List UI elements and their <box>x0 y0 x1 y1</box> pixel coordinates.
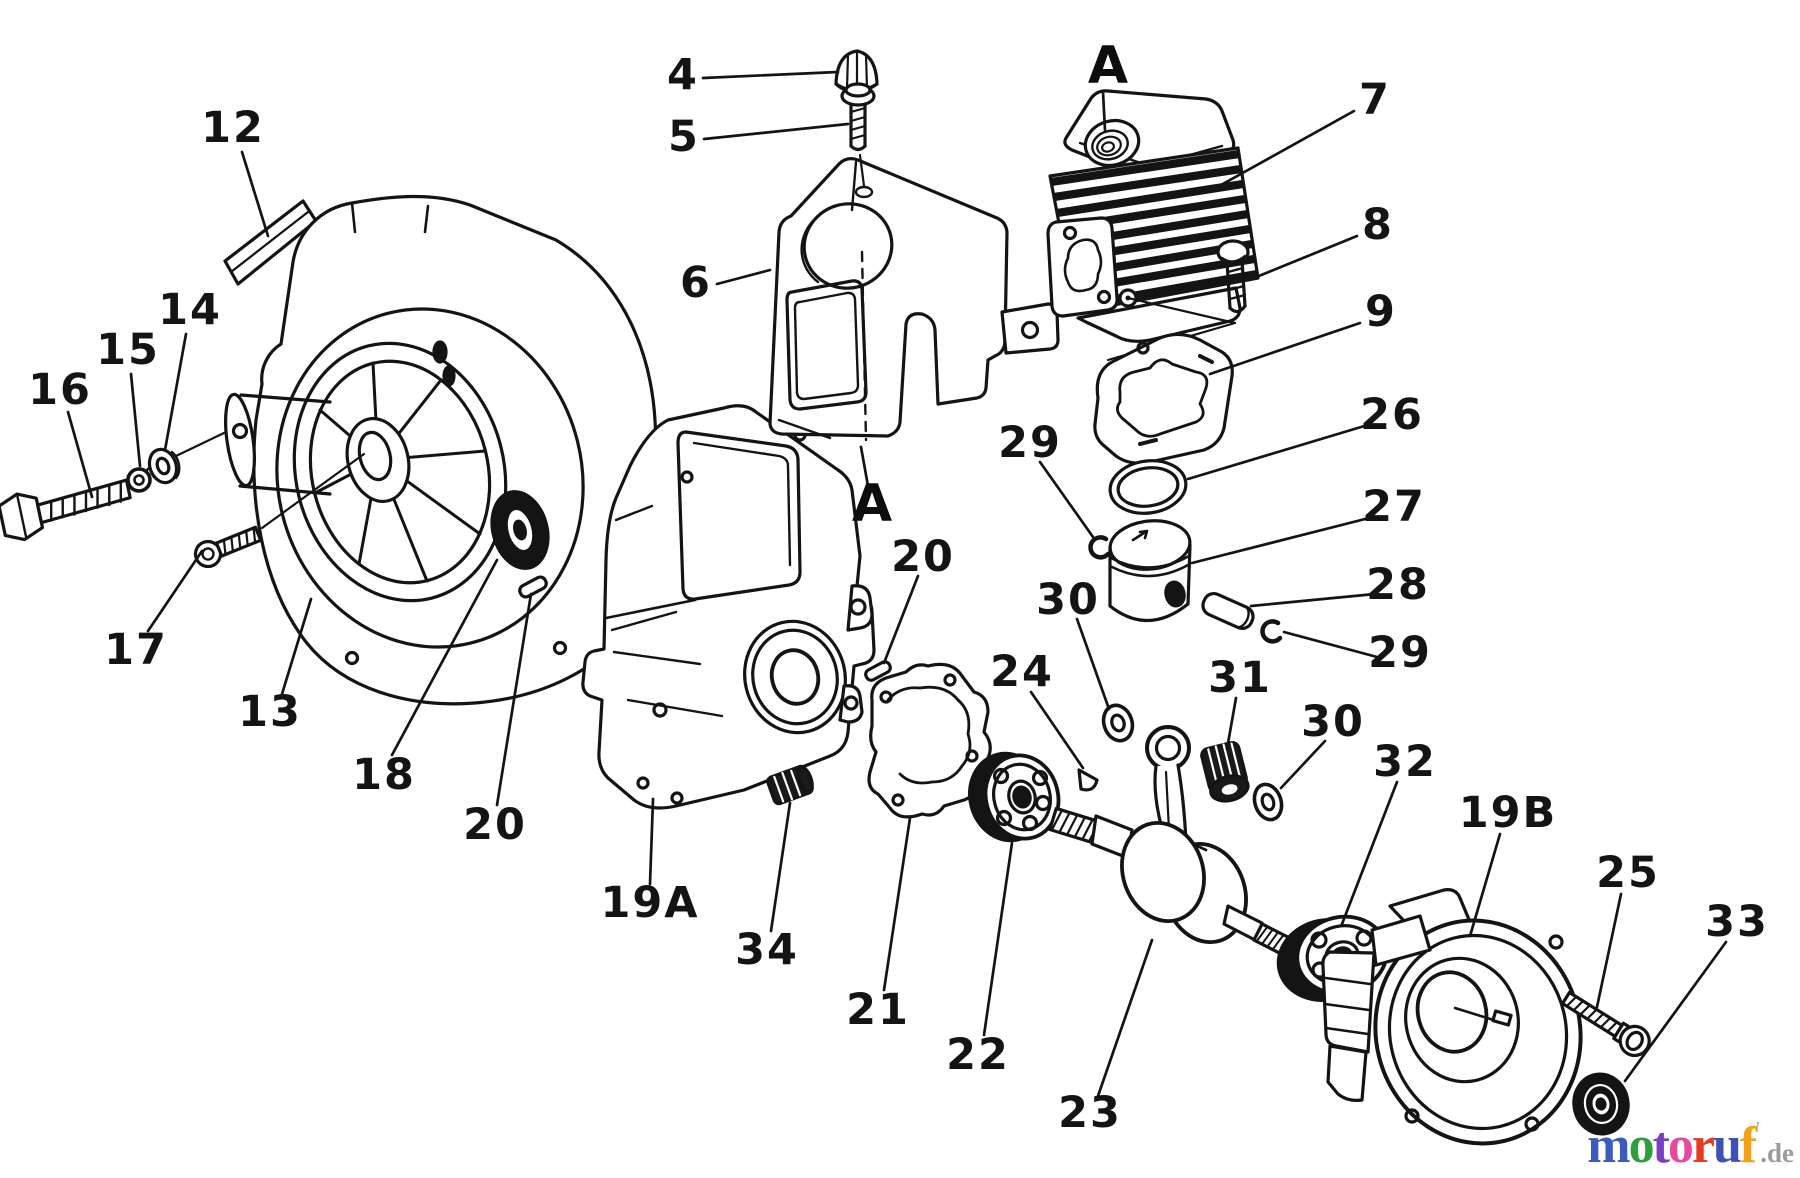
needle-bearing-drawing <box>1200 741 1250 803</box>
leader-line-8 <box>1247 234 1359 282</box>
washer-30-left-drawing <box>1101 703 1135 743</box>
watermark-suffix: .de <box>1760 1138 1794 1168</box>
woodruff-key-drawing <box>1077 768 1099 792</box>
fan-housing-drawing <box>224 194 661 706</box>
leader-line-29 <box>1038 460 1095 539</box>
leader-line-30 <box>1279 739 1327 790</box>
washer-30-right-drawing <box>1252 782 1284 822</box>
screw-5-drawing <box>840 82 876 199</box>
leader-line-12 <box>240 150 270 238</box>
leader-line-a <box>859 445 870 488</box>
leader-line-20 <box>882 574 920 665</box>
leader-line-13 <box>280 597 313 696</box>
gasket-9-drawing <box>1093 332 1234 465</box>
leader-line-19a <box>648 797 655 886</box>
watermark-letter: o <box>1628 1117 1655 1174</box>
bushing-34-drawing <box>766 764 814 806</box>
leader-line-28 <box>1249 592 1377 608</box>
dowel-pin-right-drawing <box>864 660 892 682</box>
screw-17-drawing <box>193 452 366 569</box>
circlip-left-drawing <box>1088 535 1111 560</box>
leader-line-32 <box>1340 780 1399 926</box>
leader-line-27 <box>1190 515 1375 565</box>
leader-line-29 <box>1282 630 1379 659</box>
leader-line-18 <box>390 558 499 757</box>
leader-lines <box>66 70 1728 1098</box>
bearing-22-drawing <box>967 751 1061 843</box>
leader-line-30 <box>1075 617 1111 711</box>
cylinder-drawing <box>1046 89 1260 362</box>
watermark-letter: o <box>1667 1117 1694 1174</box>
leader-line-19b <box>1468 832 1502 938</box>
leader-line-4 <box>701 70 840 80</box>
leader-line-34 <box>769 801 792 933</box>
leader-line-7 <box>1210 109 1356 192</box>
circlip-right-drawing <box>1260 619 1283 644</box>
watermark-letter: r <box>1691 1117 1715 1174</box>
leader-line-5 <box>702 122 850 141</box>
lock-washer-drawing <box>126 463 154 493</box>
leader-line-a <box>1101 90 1107 132</box>
piston-pin-drawing <box>1201 591 1255 631</box>
leader-line-17 <box>146 549 204 633</box>
leader-line-9 <box>1208 321 1362 376</box>
watermark-letter: u <box>1712 1117 1742 1174</box>
leader-line-33 <box>1623 940 1728 1083</box>
bolt-25-drawing <box>1560 990 1651 1058</box>
watermark-letter: m <box>1587 1117 1630 1174</box>
crankcase-19a-drawing <box>581 404 876 810</box>
leader-line-31 <box>1225 696 1238 751</box>
crankcase-19b-drawing <box>1321 888 1583 1146</box>
leader-line-20 <box>495 592 533 807</box>
leader-line-26 <box>1186 422 1373 481</box>
leader-line-14 <box>163 332 188 452</box>
watermark-logo: motoruf'.de <box>1587 1119 1794 1172</box>
leader-line-25 <box>1595 892 1623 1009</box>
leader-line-15 <box>129 372 142 468</box>
piston-drawing <box>1108 519 1192 623</box>
crankshaft-drawing <box>1048 725 1291 956</box>
dowel-pin-left-drawing <box>518 575 548 599</box>
watermark-mark: ' <box>1755 1118 1761 1138</box>
oil-seal-33-drawing <box>1572 1072 1630 1136</box>
bolt-8-drawing <box>1216 239 1250 314</box>
leader-line-23 <box>1096 938 1154 1098</box>
leader-line-24 <box>1029 690 1085 770</box>
flat-washer-drawing <box>147 430 228 485</box>
piston-ring-drawing <box>1108 459 1188 515</box>
leader-line-21 <box>882 816 912 992</box>
leader-line-22 <box>982 841 1014 1037</box>
bolt-16-drawing <box>0 478 132 542</box>
watermark-letter: t <box>1652 1117 1670 1174</box>
oil-seal-18-drawing <box>490 490 550 570</box>
watermark-letter: f <box>1739 1117 1757 1174</box>
leader-line-6 <box>715 268 772 286</box>
leader-line-16 <box>66 410 94 499</box>
shroud-drawing <box>768 157 1060 442</box>
